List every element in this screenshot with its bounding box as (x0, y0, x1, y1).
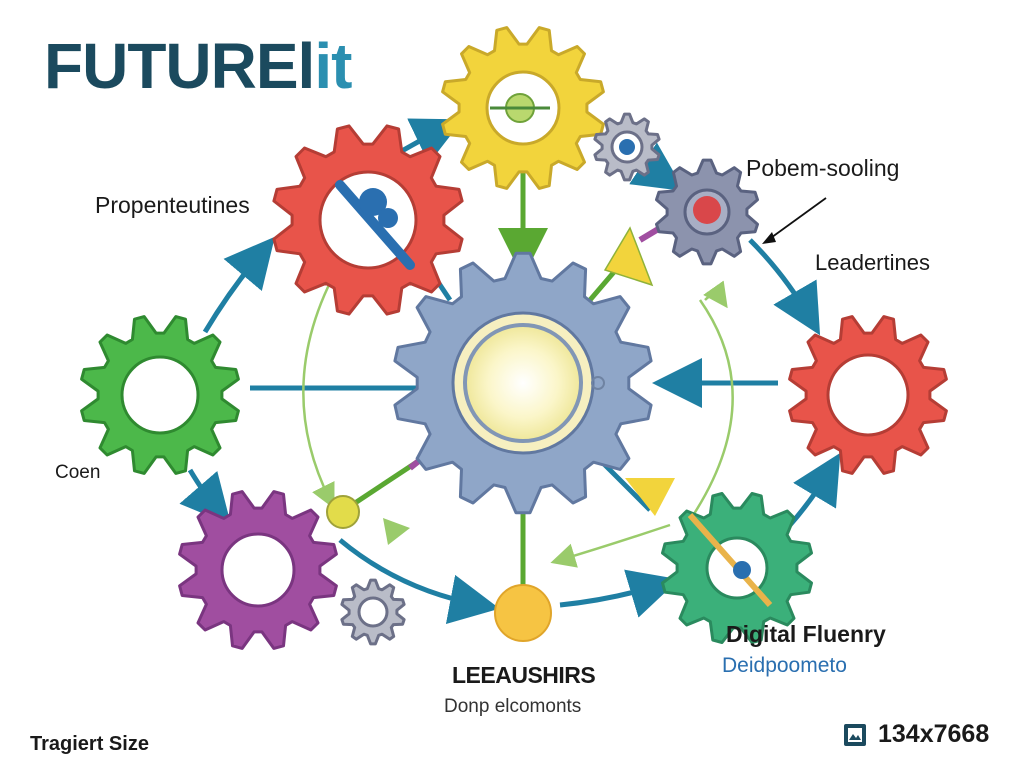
purple-connector-2 (638, 225, 662, 243)
grey-gear-hub (693, 196, 721, 224)
image-icon (844, 724, 866, 746)
red-gear-pin (335, 180, 415, 270)
gear-green-left-hole (120, 355, 200, 435)
arrow-teal-to-red (788, 452, 841, 527)
inner-arcs (302, 254, 734, 568)
yellow-triangle-bottom (625, 478, 675, 516)
left-node (326, 495, 360, 529)
page-title: FUTURElit (44, 34, 352, 98)
center-light (463, 323, 583, 443)
gear-small-bottom-hole (357, 596, 389, 628)
label-leadership-caps: LEEAUSHIRS (452, 662, 596, 688)
footer-dimensions: 134x7668 (878, 720, 990, 748)
red-gear-hub (359, 188, 387, 216)
arrow-left-up (202, 236, 275, 334)
center-gear-dot (591, 376, 605, 390)
teal-gear-pin (687, 513, 773, 607)
small-green-triangle (383, 518, 410, 545)
label-problem-solving: Pobem-sooling (746, 155, 900, 181)
pointer-arrow (767, 197, 827, 241)
line-center-to-left-dot (350, 457, 422, 508)
line-center-to-teal (598, 458, 652, 512)
gear-red-right-hole (826, 353, 910, 437)
footer-size-label: Tragiert Size (30, 733, 149, 755)
bottom-node (494, 584, 552, 642)
small-gear-hub (619, 139, 635, 155)
arrow-purple-to-bottom (338, 538, 500, 625)
label-comp-elcomonts: Donp elcomonts (444, 696, 582, 717)
inner-arc-top-right (703, 280, 728, 309)
inner-arc-right (688, 299, 734, 521)
title-accent: it (314, 30, 352, 102)
gear-details (326, 93, 773, 642)
arrow-prob-to-red (748, 238, 821, 336)
label-propenteutines: Propenteutines (95, 192, 250, 218)
arrow-bottom-to-teal (559, 569, 680, 618)
label-digital-fluency: Digital Fluenry (726, 621, 886, 647)
gear-purple-hole (220, 532, 296, 608)
title-main: FUTUREl (44, 30, 315, 102)
label-leadership: Leadertines (815, 250, 930, 275)
inner-arc-left (302, 254, 347, 509)
arrow-green-to-purple (179, 468, 232, 526)
yellow-triangle-top (603, 226, 654, 287)
label-development: Deidpoometo (722, 654, 847, 677)
inner-arc-bottom (550, 523, 671, 568)
label-coen: Coen (55, 462, 101, 483)
